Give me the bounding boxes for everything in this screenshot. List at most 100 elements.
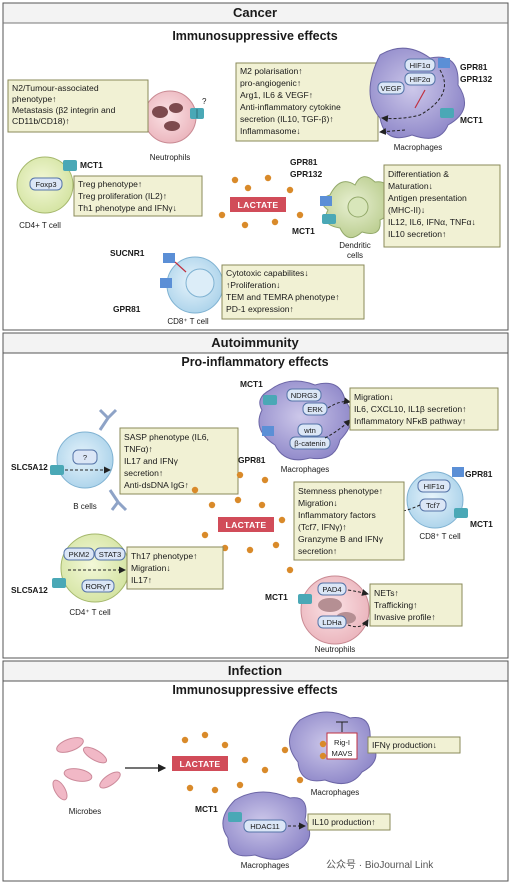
microbes-label: Microbes <box>69 807 101 816</box>
infection-macrophage-top-cell: Rig-I MAVS <box>289 711 377 785</box>
receptor-icon <box>262 426 274 436</box>
auto-bcell-effects-box: SASP phenotype (IL6, TNFα)↑ IL17 and IFN… <box>119 427 239 495</box>
effect-line: IL10 secretion↑ <box>388 229 446 239</box>
auto-cd8-cell: HIF1α Tcf7 <box>394 467 468 529</box>
effect-line: Th1 phenotype and IFNγ↓ <box>78 203 177 213</box>
effect-line: phenotype↑ <box>12 94 56 104</box>
receptor-icon <box>160 278 172 288</box>
receptor-icon <box>163 253 175 263</box>
auto-cd8-effects-box: Stemness phenotype↑ Migration↓ Inflammat… <box>293 481 405 561</box>
infection-subtitle: Immunosuppressive effects <box>172 683 337 697</box>
auto-lactate-box: LACTATE <box>218 517 274 532</box>
dendritic-label: cells <box>347 251 363 260</box>
auto-neutrophil-effects-box: NETs↑ Trafficking↑ Invasive profile↑ <box>369 583 463 627</box>
transporter-label-slc5a12: SLC5A12 <box>11 585 48 595</box>
effect-line: (MHC-II)↓ <box>388 205 425 215</box>
pill-pad4: PAD4 <box>322 585 341 594</box>
effect-line: PD-1 expression↑ <box>226 304 294 314</box>
auto-neutrophil-cell: PAD4 LDHa <box>298 575 370 645</box>
watermark: 公众号 · BioJournal Link <box>326 859 434 871</box>
infection-lactate-dots <box>181 731 304 804</box>
auto-macrophage-cell: NDRG3 ERK wtn β-catenin <box>258 380 352 461</box>
pill-vegf: VEGF <box>381 84 402 93</box>
pill-hif1a: HIF1α <box>424 482 445 491</box>
receptor-icon <box>452 467 464 477</box>
effect-line: secretion↑ <box>298 546 337 556</box>
effect-line: Inflammatory NFκB pathway↑ <box>354 416 466 426</box>
effect-line: (Tcf7, IFNγ)↑ <box>298 522 347 532</box>
transporter-icon <box>298 594 312 604</box>
effect-line: CD11b/CD18)↑ <box>12 116 70 126</box>
pill-pkm2: PKM2 <box>69 550 90 559</box>
effect-line: N2/Tumour-associated <box>12 83 99 93</box>
cancer-macrophage-effects-box: M2 polarisation↑ pro-angiogenic↑ Arg1, I… <box>235 62 379 142</box>
transporter-label-mct1: MCT1 <box>195 804 218 814</box>
effect-line: IL12, IL6, IFNα, TNFα↓ <box>388 217 476 227</box>
transporter-icon <box>228 812 242 822</box>
auto-lactate-dots <box>191 471 294 574</box>
effect-line: Inflammasome↓ <box>240 126 301 136</box>
transporter-label-mct1: MCT1 <box>80 160 103 170</box>
effect-line: Migration↓ <box>131 563 171 573</box>
pill-tcf7: Tcf7 <box>426 501 440 510</box>
transporter-label-mct1: MCT1 <box>292 226 315 236</box>
effect-line: Granzyme B and IFNγ <box>298 534 384 544</box>
transporter-icon <box>440 108 454 118</box>
dendritic-label: Dendritic <box>339 241 371 250</box>
receptor-label-gpr132: GPR132 <box>290 169 322 179</box>
effect-line: Invasive profile↑ <box>374 612 436 622</box>
effect-line: Stemness phenotype↑ <box>298 486 383 496</box>
effect-line: Inflammatory factors <box>298 510 376 520</box>
cancer-neutrophil-cell <box>143 90 204 144</box>
transporter-icon <box>50 465 64 475</box>
transporter-icon <box>322 214 336 224</box>
infection-title: Infection <box>228 663 282 678</box>
cancer-title: Cancer <box>233 5 277 20</box>
effect-line: Arg1, IL6 & VEGF↑ <box>240 90 313 100</box>
transporter-icon <box>454 508 468 518</box>
receptor-label-gpr81: GPR81 <box>113 304 141 314</box>
effect-line: Migration↓ <box>298 498 338 508</box>
pill-beta-catenin: β-catenin <box>294 439 325 448</box>
receptor-label-sucnr1: SUCNR1 <box>110 248 145 258</box>
effect-line: Migration↓ <box>354 392 394 402</box>
autoimmunity-subtitle: Pro-inflammatory effects <box>181 355 328 369</box>
infection-section: Infection Immunosuppressive effects Micr… <box>2 660 509 882</box>
cancer-lactate-dots <box>218 174 304 229</box>
pill-foxp3: Foxp3 <box>35 180 56 189</box>
pill-stat3: STAT3 <box>99 550 122 559</box>
effect-line: TNFα)↑ <box>124 444 153 454</box>
autoimmunity-title: Autoimmunity <box>211 335 299 350</box>
auto-cd4-label: CD4⁺ T cell <box>69 608 110 617</box>
auto-cd8-label: CD8⁺ T cell <box>419 532 460 541</box>
lactate-label: LACTATE <box>238 200 279 210</box>
cancer-subtitle: Immunosuppressive effects <box>172 29 337 43</box>
antibody-icon <box>108 489 128 512</box>
cancer-section: Cancer Immunosuppressive effects ? Neutr… <box>2 2 509 331</box>
effect-line: pro-angiogenic↑ <box>240 78 301 88</box>
transporter-label-mct1: MCT1 <box>470 519 493 529</box>
cancer-cd4-cell: Foxp3 <box>16 156 77 214</box>
effect-line: IL6, CXCL10, IL1β secretion↑ <box>354 404 466 414</box>
cancer-neutrophil-effects-box: N2/Tumour-associated phenotype↑ Metastas… <box>7 79 149 133</box>
auto-macrophage-effects-box: Migration↓ IL6, CXCL10, IL1β secretion↑ … <box>349 387 499 431</box>
auto-neutrophil-label: Neutrophils <box>315 645 355 654</box>
receptor-icon <box>438 58 450 68</box>
cancer-cd8-cell <box>160 253 224 314</box>
autoimmunity-section: Autoimmunity Pro-inflammatory effects ND… <box>2 332 509 659</box>
pill-rig-i: Rig-I <box>334 738 350 747</box>
bcell-label: B cells <box>73 502 97 511</box>
effect-line: Anti-inflammatory cytokine <box>240 102 341 112</box>
effect-line: Th17 phenotype↑ <box>131 551 197 561</box>
effect-line: Trafficking↑ <box>374 600 417 610</box>
pill-hdac11: HDAC11 <box>250 822 279 831</box>
infection-macrophage-bottom-cell: HDAC11 <box>222 791 311 860</box>
effect-line: TEM and TEMRA phenotype↑ <box>226 292 340 302</box>
effect-line: Antigen presentation <box>388 193 467 203</box>
antibody-icon <box>98 408 118 431</box>
pill-hif2a: HIF2α <box>410 75 431 84</box>
infection-macrophage-bottom-effects-box: IL10 production↑ <box>307 813 391 831</box>
effect-line: Cytotoxic capabilites↓ <box>226 268 309 278</box>
transporter-icon <box>63 160 77 171</box>
